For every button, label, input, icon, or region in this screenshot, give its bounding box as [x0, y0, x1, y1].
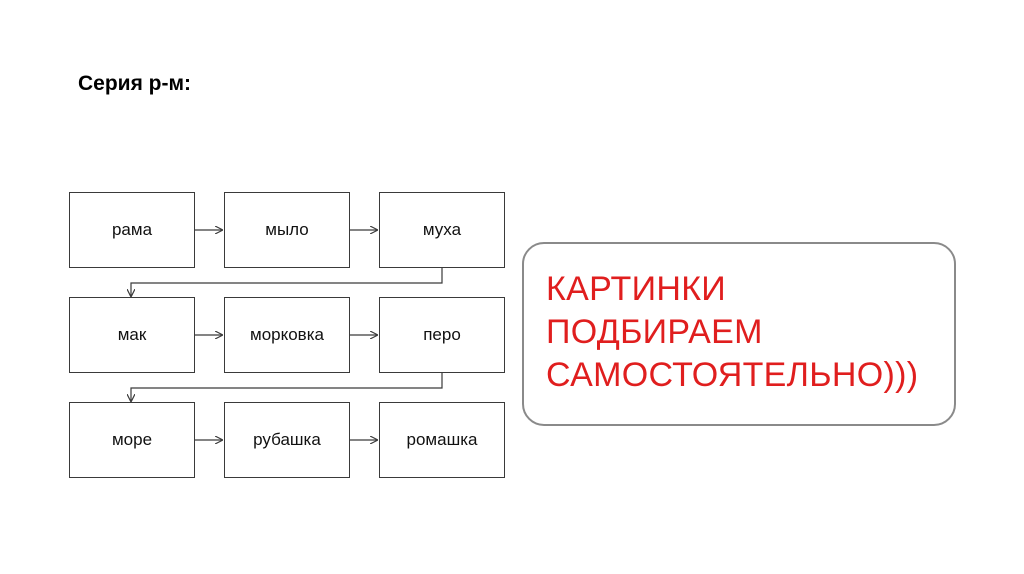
word-box: рама: [69, 192, 195, 268]
word-box: ромашка: [379, 402, 505, 478]
note-line: САМОСТОЯТЕЛЬНО))): [546, 356, 919, 394]
connector-row1-row2: [131, 268, 443, 296]
word-box: мак: [69, 297, 195, 373]
note-line: ПОДБИРАЕМ: [546, 313, 763, 351]
slide-title: Серия р-м:: [78, 72, 192, 95]
word-box: перо: [379, 297, 505, 373]
connector-row2-row3: [131, 373, 443, 401]
word-box: море: [69, 402, 195, 478]
word-box: морковка: [224, 297, 350, 373]
note-box: КАРТИНКИ ПОДБИРАЕМ САМОСТОЯТЕЛЬНО))): [522, 242, 956, 426]
note-line: КАРТИНКИ: [546, 270, 727, 308]
word-box: рубашка: [224, 402, 350, 478]
word-box: муха: [379, 192, 505, 268]
word-box: мыло: [224, 192, 350, 268]
